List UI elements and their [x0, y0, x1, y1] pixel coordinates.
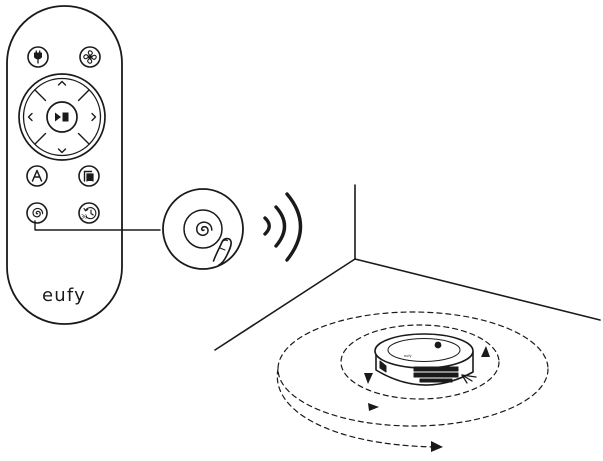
callout-spot-button [183, 209, 223, 249]
room-corner [214, 184, 601, 351]
play-pause-icon [55, 112, 69, 122]
spot-clean-button[interactable] [26, 202, 48, 224]
svg-text:30: 30 [81, 215, 87, 221]
edge-clean-icon [83, 170, 94, 182]
robot-vacuum-icon: eufy [374, 333, 477, 386]
recharge-clock-icon: 30 [81, 207, 97, 221]
remote-control: 30 eufy [6, 5, 123, 325]
remote-body [6, 5, 123, 325]
robot-top [374, 333, 474, 369]
power-button[interactable] [27, 46, 49, 68]
edge-clean-button[interactable] [78, 165, 100, 187]
callout-connector-line [34, 220, 161, 231]
direction-pad [18, 73, 106, 161]
chevron-up-icon[interactable] [57, 80, 67, 86]
robot-badge: eufy [404, 354, 412, 358]
path-direction-arrows [364, 346, 490, 452]
robot-button [434, 341, 442, 349]
suction-button[interactable] [79, 46, 101, 68]
chevron-left-icon[interactable] [27, 112, 33, 122]
direction-pad-ring [18, 73, 106, 161]
callout-magnifier [162, 188, 244, 270]
spiral-icon [32, 207, 44, 218]
play-pause-button[interactable] [46, 101, 78, 133]
fan-icon [83, 50, 97, 64]
brand-logo: eufy [42, 285, 86, 306]
spiral-cleaning-path [276, 311, 549, 448]
auto-clean-button[interactable] [26, 165, 48, 187]
power-icon [34, 50, 42, 64]
wireless-signal-icon [263, 192, 303, 262]
chevron-right-icon[interactable] [91, 112, 97, 122]
return-home-button[interactable]: 30 [78, 202, 100, 224]
chevron-down-icon[interactable] [57, 148, 67, 154]
side-brush [461, 374, 477, 384]
robot-bumper-vents [379, 360, 459, 383]
spiral-icon [196, 221, 213, 237]
auto-a-icon [31, 169, 43, 182]
finger-press-icon [212, 237, 232, 266]
